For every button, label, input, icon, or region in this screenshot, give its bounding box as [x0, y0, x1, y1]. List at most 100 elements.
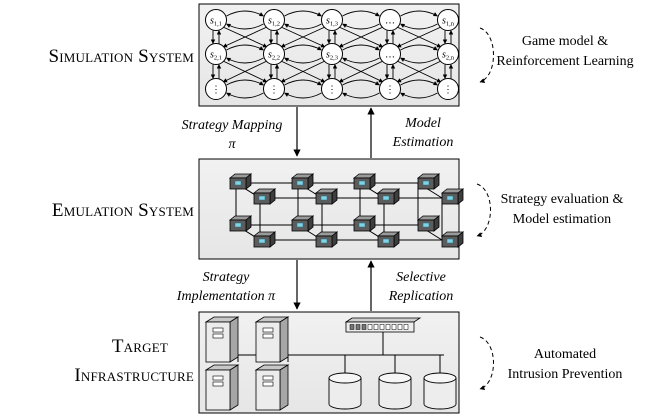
- state-circle: [379, 43, 401, 65]
- emulation-nodes: [228, 173, 465, 248]
- selective-replication-line2: Replication: [388, 289, 454, 304]
- switch-port: [361, 324, 367, 330]
- strategy-implementation-label: Strategy Implementation π: [160, 268, 292, 306]
- state-label-base: s: [210, 16, 214, 27]
- target-side-label: Automated Intrusion Prevention: [490, 345, 640, 385]
- strategy-implementation-line1: Strategy: [202, 270, 250, 285]
- state-label-subscript: 1,2: [272, 21, 280, 28]
- target-infrastructure-devices: [204, 316, 457, 411]
- target-side-line1: Automated: [533, 347, 597, 362]
- backward-transition-edge: [342, 57, 380, 64]
- diagonal-transition-edge: [338, 60, 384, 83]
- backward-transition-edge: [400, 92, 438, 99]
- node-indicator: [358, 180, 366, 186]
- network-link-rect: [259, 197, 443, 241]
- forward-transition-edge: [226, 79, 264, 86]
- node-indicator: [422, 222, 430, 228]
- state-transition-edges: [210, 10, 454, 99]
- state-label-base: ⋮: [327, 85, 337, 96]
- state-label: s2,1: [210, 50, 222, 62]
- emulation-node: [352, 215, 377, 232]
- diagonal-transition-edge: [222, 26, 268, 48]
- node-indicator: [258, 238, 266, 244]
- switch-port: [397, 324, 403, 330]
- forward-transition-edge: [400, 79, 438, 86]
- backward-transition-edge: [342, 92, 380, 99]
- node-indicator: [296, 180, 304, 186]
- state-label: ⋮: [211, 85, 221, 96]
- emulation-node: [352, 173, 377, 190]
- emulation-node: [440, 231, 465, 248]
- switch-port: [349, 324, 355, 330]
- network-switch: [344, 317, 422, 333]
- emulation-node: [314, 231, 339, 248]
- strategy-mapping-line1: Strategy Mapping: [181, 118, 283, 133]
- diagonal-transition-edge: [396, 60, 442, 83]
- storage-cylinder: [423, 372, 457, 410]
- state-label-base: ⋮: [385, 85, 395, 96]
- server-drive-bay: [262, 327, 274, 333]
- strategy-implementation-line2: Implementation π: [176, 289, 276, 304]
- state-label-subscript: 2,1: [214, 55, 222, 62]
- state-circle: [263, 43, 285, 65]
- state-label-subscript: 2,2: [272, 55, 280, 62]
- state-label-base: s: [268, 50, 272, 61]
- state-node: ⋮: [379, 78, 401, 100]
- switch-port: [367, 324, 373, 330]
- backward-transition-edge: [284, 57, 322, 64]
- state-label: s1,1: [210, 16, 222, 28]
- emulation-node: [290, 173, 315, 190]
- node-indicator: [234, 180, 242, 186]
- emulation-side-line1: Strategy evaluation &: [500, 192, 624, 207]
- diagonal-transition-edge: [280, 26, 326, 48]
- state-label-base: ⋮: [443, 85, 453, 96]
- state-label: s2,2: [268, 50, 280, 62]
- state-circle: [321, 78, 343, 100]
- state-label: s2,3: [326, 50, 338, 62]
- state-label-base: s: [268, 16, 272, 27]
- node-indicator: [382, 238, 390, 244]
- forward-transition-edge: [400, 44, 438, 51]
- state-circle: [437, 9, 459, 31]
- state-node: s1,2: [263, 9, 285, 31]
- model-estimation-line1: Model: [405, 116, 441, 131]
- state-circle: [263, 78, 285, 100]
- backward-transition-edge: [400, 57, 438, 64]
- node-indicator: [234, 222, 242, 228]
- state-label: ⋮: [385, 85, 395, 96]
- server-side: [229, 316, 239, 363]
- state-label-subscript: 1,n: [446, 21, 455, 28]
- forward-transition-edge: [284, 79, 322, 86]
- backward-transition-edge: [284, 23, 322, 30]
- server-side: [279, 316, 289, 363]
- emulation-loop-arrow: [476, 183, 491, 237]
- emulation-node: [290, 215, 315, 232]
- storage-top: [423, 372, 457, 384]
- storage-cylinder: [378, 372, 412, 410]
- storage-top: [328, 372, 362, 384]
- storage-body: [328, 378, 362, 410]
- target-loop-arrow: [479, 336, 494, 390]
- model-estimation-line2: Estimation: [392, 135, 454, 150]
- state-circle: [321, 9, 343, 31]
- forward-transition-edge: [342, 10, 380, 17]
- state-label: ⋮: [443, 85, 453, 96]
- simulation-side-line1: Game model &: [521, 34, 609, 49]
- target-infrastructure-title-line1: Target: [111, 336, 168, 357]
- state-label-base: s: [210, 50, 214, 61]
- simulation-system-title: Simulation System: [48, 46, 194, 67]
- state-node: …: [379, 9, 401, 31]
- emulation-node: [228, 215, 253, 232]
- selective-replication-line1: Selective: [396, 270, 446, 285]
- state-label: ⋮: [327, 85, 337, 96]
- emulation-node: [252, 231, 277, 248]
- node-indicator: [296, 222, 304, 228]
- emulation-node: [376, 188, 401, 205]
- storage-top: [378, 372, 412, 384]
- server-drive-bay: [212, 375, 224, 381]
- state-node: s2,n: [437, 43, 459, 65]
- server-side: [229, 364, 239, 411]
- switch-port: [373, 324, 379, 330]
- state-label-subscript: 1,3: [330, 21, 338, 28]
